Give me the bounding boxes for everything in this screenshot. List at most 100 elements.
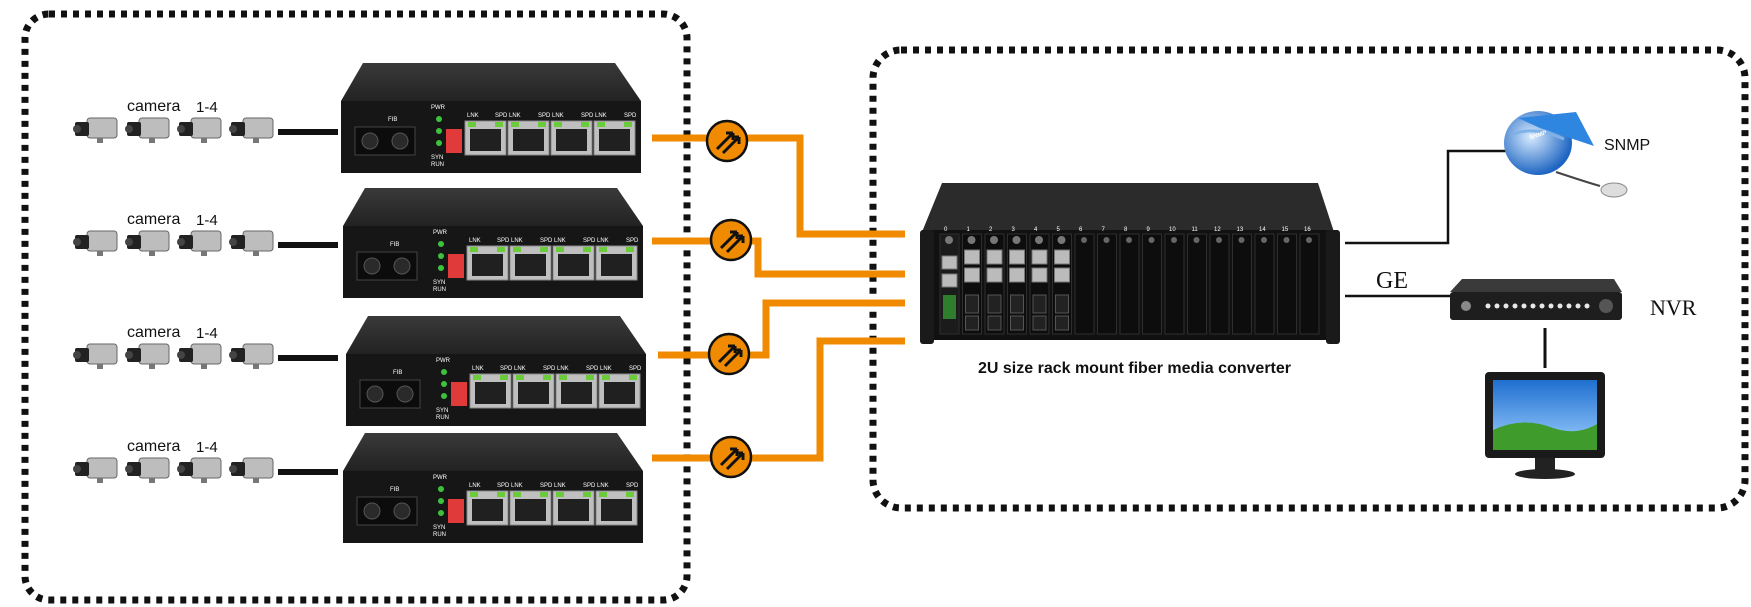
nvr-led: [1539, 303, 1545, 309]
status-led: [438, 253, 444, 259]
camera-row: camera 1-4: [73, 211, 338, 256]
slot-number: 3: [1012, 227, 1016, 233]
svg-text:SNMP: SNMP: [1529, 130, 1547, 141]
syn-label: SYN: [433, 525, 445, 531]
port-label: SPD LNK: [497, 238, 523, 244]
fiber-link-2: [652, 237, 905, 278]
port-label: SPD LNK: [540, 238, 566, 244]
camera-range-label: 1-4: [196, 99, 218, 116]
port-label: LNK: [472, 366, 484, 372]
rack-ethernet-port: [1009, 267, 1025, 283]
rack-slot: 8: [1119, 227, 1140, 335]
status-led: [438, 510, 444, 516]
slot-number: 11: [1192, 227, 1199, 233]
fiber-connector-icon: [709, 435, 753, 479]
port-label: SPD LNK: [538, 113, 564, 119]
fib-label: FIB: [390, 242, 399, 248]
slot-number: 15: [1282, 227, 1289, 233]
syn-label: SYN: [431, 155, 443, 161]
rack-slot: 9: [1142, 227, 1162, 335]
dip-switch: [446, 129, 462, 153]
port-label: SPD LNK: [540, 483, 566, 489]
port-label: LNK: [467, 113, 479, 119]
camera-range-label: 1-4: [196, 212, 218, 229]
rack-caption: 2U size rack mount fiber media converter: [978, 360, 1291, 377]
rack-slot: 10: [1164, 227, 1185, 335]
control-room-border: [869, 46, 1749, 512]
slot-number: 4: [1034, 227, 1038, 233]
rack-slot: 14: [1254, 227, 1275, 335]
nvr-led: [1503, 303, 1509, 309]
status-led: [438, 241, 444, 247]
slot-number: 14: [1259, 227, 1266, 233]
run-label: RUN: [433, 532, 446, 538]
camera-icon: [229, 457, 274, 483]
port-label: SPD: [629, 366, 642, 372]
slot-number: 13: [1237, 227, 1244, 233]
camera-range-label: 1-4: [196, 325, 218, 342]
fiber-link-3: [658, 299, 905, 359]
port-label: SPD LNK: [543, 366, 569, 372]
status-led: [441, 369, 447, 375]
port-label: SPD LNK: [583, 238, 609, 244]
port-label: SPD LNK: [586, 366, 612, 372]
camera-icon: [177, 230, 222, 256]
status-led: [441, 393, 447, 399]
snmp-label: SNMP: [1604, 137, 1650, 154]
rack-ethernet-port: [1009, 249, 1025, 265]
status-led: [436, 128, 442, 134]
rack-slot: 0: [939, 227, 960, 335]
port-label: LNK: [469, 483, 481, 489]
camera-label: camera: [127, 438, 180, 455]
status-led: [441, 381, 447, 387]
pwr-label: PWR: [433, 230, 448, 236]
nvr-icon: [1450, 279, 1622, 320]
nvr-label: NVR: [1650, 295, 1697, 320]
rack-slot: 7: [1097, 227, 1117, 335]
rack-ethernet-port: [1031, 249, 1048, 265]
rack-ethernet-port: [964, 249, 980, 265]
run-label: RUN: [431, 162, 444, 168]
rack-slot: 15: [1277, 227, 1297, 335]
rack-ethernet-port: [964, 267, 980, 283]
port-label: SPD LNK: [581, 113, 607, 119]
rack-ear-left: [920, 230, 934, 344]
camera-icon: [229, 117, 274, 143]
slot-number: 2: [989, 227, 993, 233]
rack-slot: 1: [962, 227, 982, 335]
port-label: SPD LNK: [497, 483, 523, 489]
fiber-connector-icon: [707, 332, 751, 376]
rack-ethernet-port: [1054, 267, 1070, 283]
pwr-label: PWR: [431, 105, 446, 111]
nvr-led: [1566, 303, 1572, 309]
nvr-led: [1530, 303, 1536, 309]
status-led: [438, 498, 444, 504]
slot-number: 7: [1102, 227, 1106, 233]
slot-number: 1: [967, 227, 971, 233]
camera-icon: [229, 230, 274, 256]
slot-number: 0: [944, 227, 948, 233]
fib-label: FIB: [390, 487, 399, 493]
nvr-led: [1512, 303, 1518, 309]
camera-icon: [73, 230, 118, 256]
camera-label: camera: [127, 324, 180, 341]
status-led: [438, 265, 444, 271]
port-label: SPD: [626, 483, 639, 489]
rack-slot: 11: [1187, 227, 1207, 335]
dip-switch: [448, 499, 464, 523]
camera-icon: [125, 457, 170, 483]
rack-ethernet-port: [1031, 267, 1048, 283]
camera-label: camera: [127, 211, 180, 228]
rack-ear-right: [1326, 230, 1340, 344]
run-label: RUN: [436, 415, 449, 421]
slot-number: 12: [1214, 227, 1221, 233]
rack-ethernet-port: [986, 267, 1003, 283]
camera-row: camera 1-4: [73, 324, 338, 369]
rack-slot: 16: [1299, 227, 1320, 335]
nvr-power-button: [1461, 301, 1471, 311]
rack-slot: 5: [1052, 227, 1072, 335]
